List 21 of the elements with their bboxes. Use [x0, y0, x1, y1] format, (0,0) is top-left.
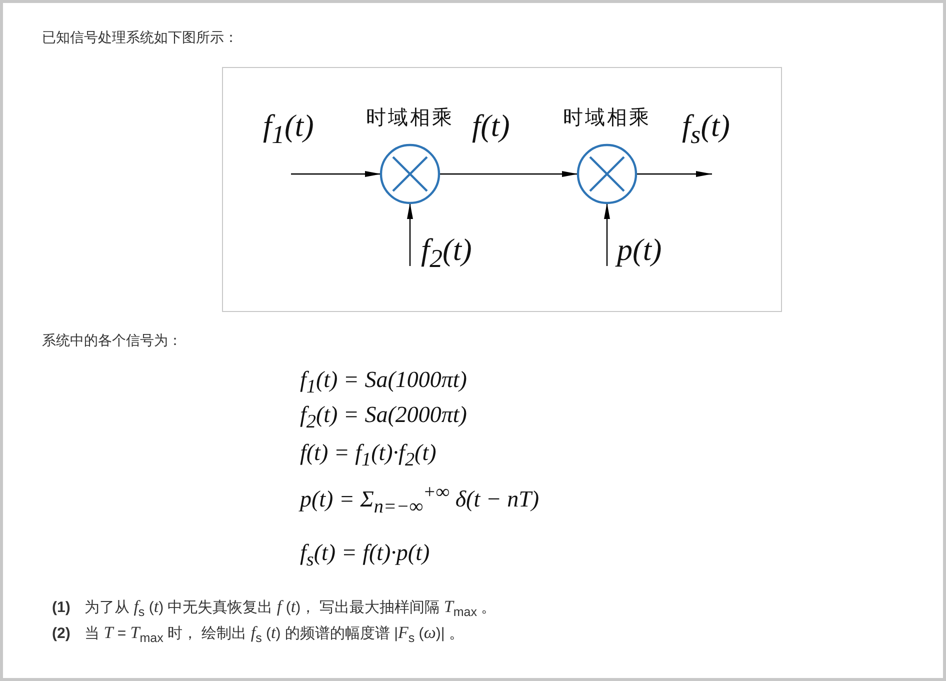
edge-label: f$_{s}$(t) [682, 108, 730, 150]
question-text: (1) 为了从 f$_{s}$ (t) 中无失真恢复出 f (t)， 写出最大抽样间隔 T$_{max}$ 。 [52, 597, 496, 619]
edge-label: p(t) [617, 232, 662, 268]
equation: p(t) = Σ$_{n=−∞}$$^{+∞}$ δ(t − nT) [300, 482, 540, 518]
edge-label: f$_{2}$(t) [421, 232, 472, 274]
arrow [407, 203, 413, 266]
equation: f(t) = f$_{1}$(t)·f$_{2}$(t) [300, 440, 436, 472]
node-heading: 时域相乘 [365, 106, 455, 131]
node-heading: 时域相乘 [562, 106, 652, 131]
arrow [604, 203, 610, 266]
title: 已知信号处理系统如下图所示： [42, 29, 238, 47]
section-text: 系统中的各个信号为： [42, 332, 182, 350]
equation: f$_{1}$(t) = Sa(1000πt) [300, 367, 467, 399]
equation: f$_{2}$(t) = Sa(2000πt) [300, 402, 467, 434]
question-text: (2) 当 T = T$_{max}$ 时， 绘制出 f$_{s}$ (t) 的频谱的幅度谱 |F$_{s}$ (ω)| 。 [52, 623, 464, 645]
arrow [439, 171, 578, 177]
arrow [636, 171, 712, 177]
equation: f$_{s}$(t) = f(t)·p(t) [300, 540, 430, 572]
arrow [291, 171, 381, 177]
edge-label: f$_{1}$(t) [263, 108, 314, 150]
edge-label: f(t) [472, 108, 510, 144]
